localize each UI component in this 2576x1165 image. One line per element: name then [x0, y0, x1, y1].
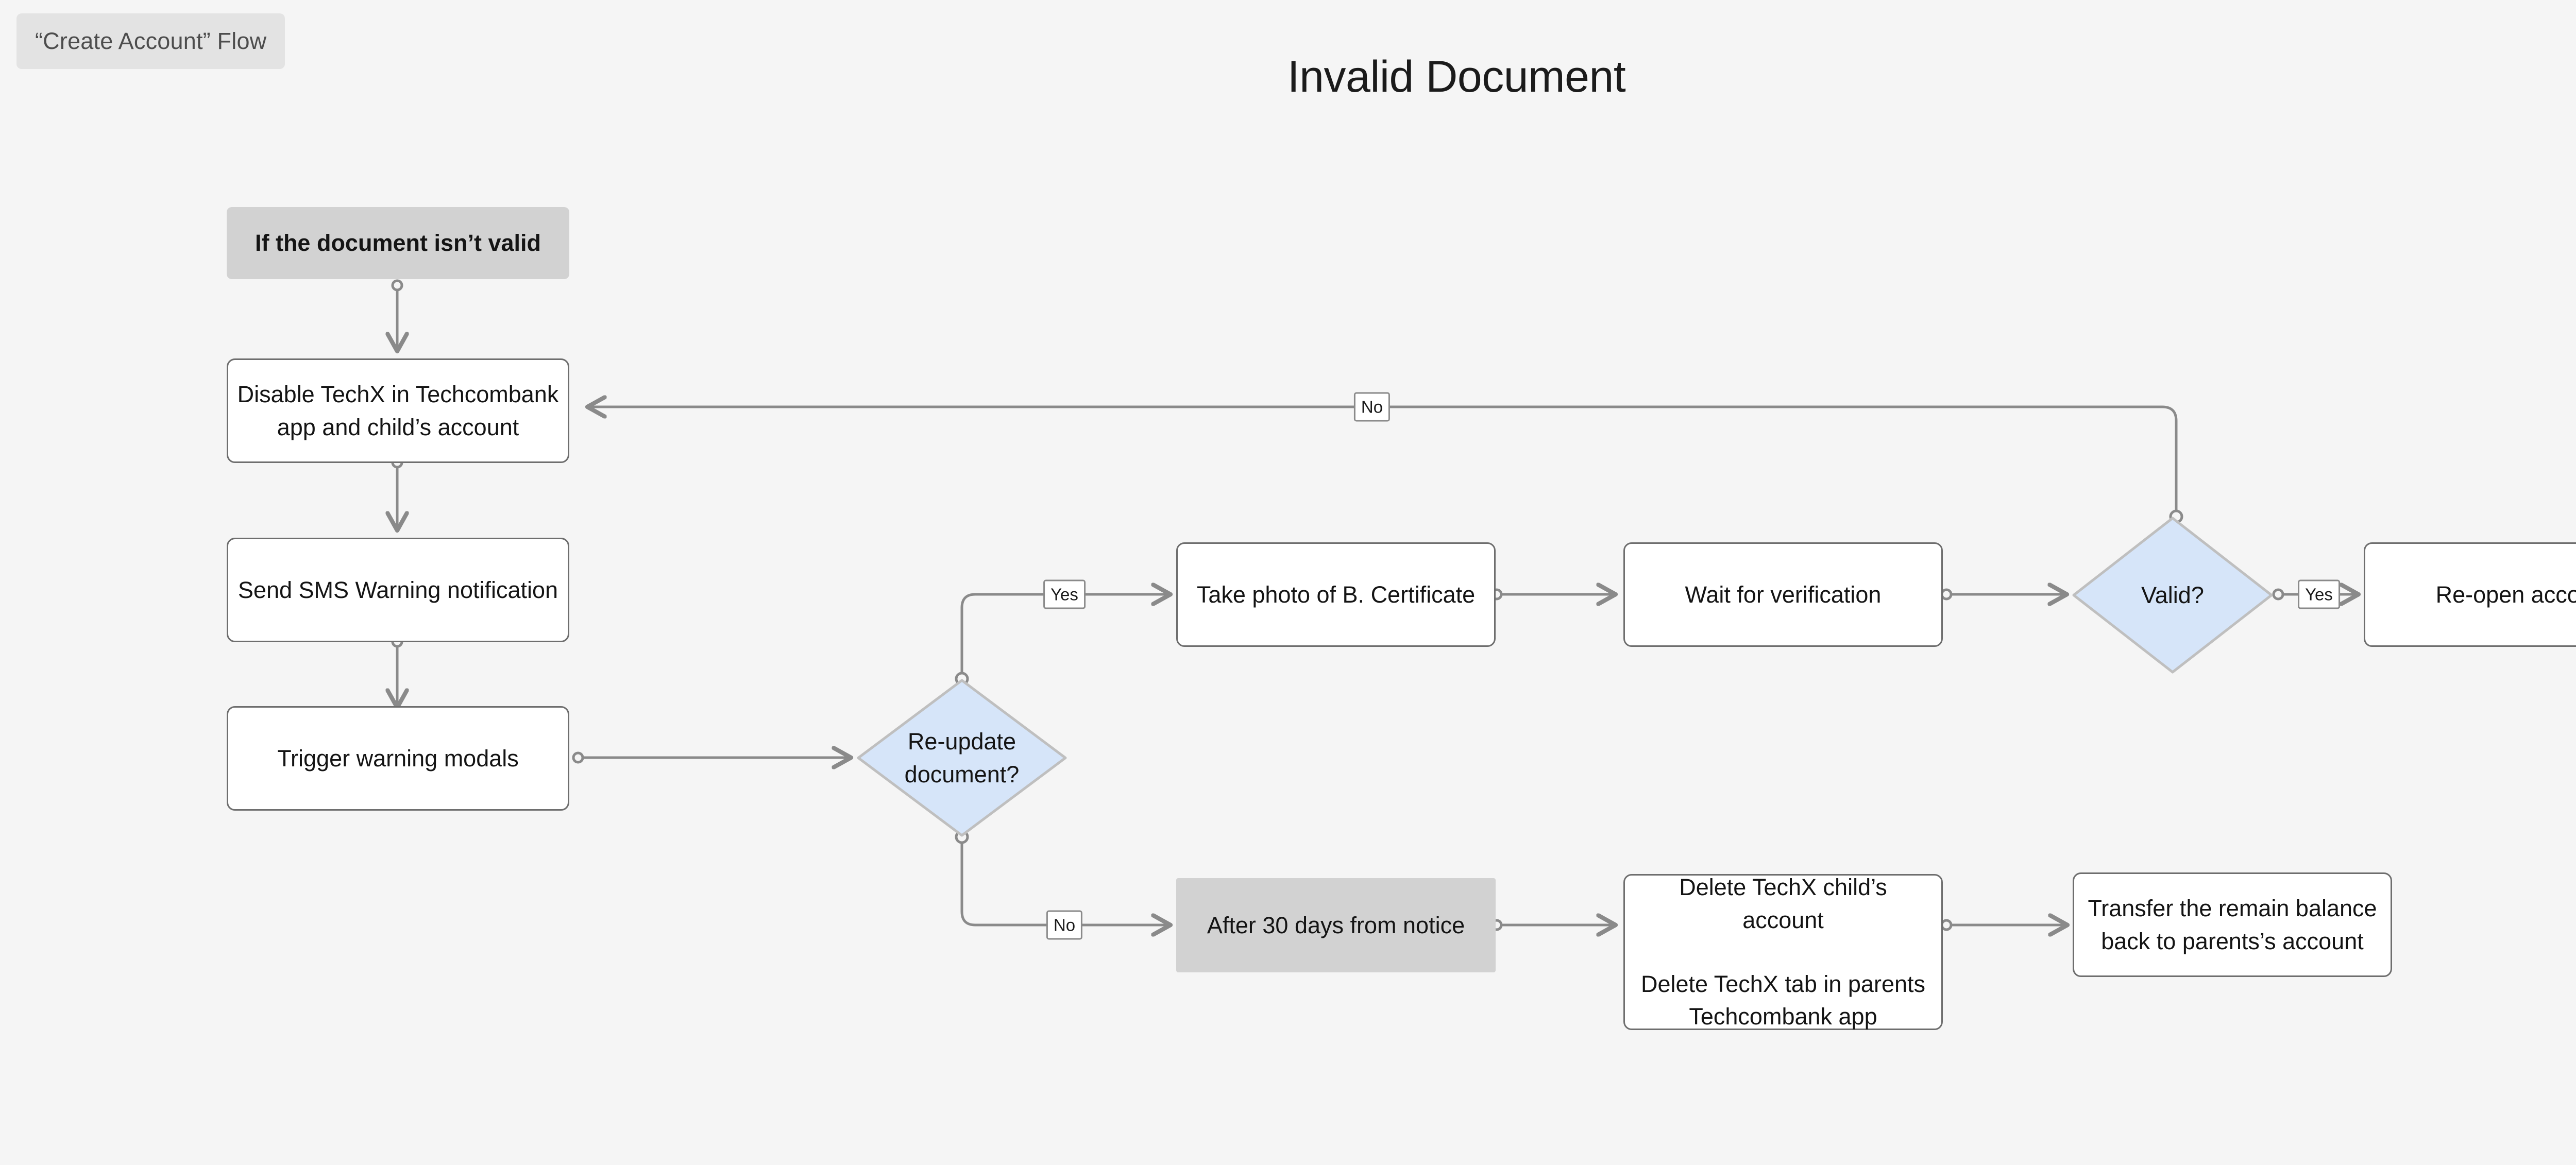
node-if-document-invalid[interactable]: If the document isn’t valid — [227, 207, 569, 279]
node-reopen-account-line1: Re-open account — [2435, 581, 2576, 608]
edge-label-reupdate-yes-text: Yes — [1050, 585, 1078, 604]
node-reupdate-document-line2: document? — [904, 761, 1020, 787]
node-after-30-days-line1: After 30 days from notice — [1207, 912, 1465, 938]
node-trigger-warning-modals[interactable]: Trigger warning modals — [227, 706, 569, 811]
edge-label-valid-yes-text: Yes — [2305, 585, 2333, 604]
node-send-sms-warning[interactable]: Send SMS Warning notification — [227, 538, 569, 642]
edge-label-valid-no[interactable]: No — [1353, 392, 1391, 422]
node-take-photo-certificate[interactable]: Take photo of B. Certificate — [1176, 542, 1496, 647]
node-transfer-balance[interactable]: Transfer the remain balance back to pare… — [2073, 872, 2392, 977]
node-valid-decision[interactable]: Valid? — [2072, 517, 2273, 674]
node-disable-techx-line1: Disable TechX in Techcombank — [237, 381, 559, 407]
node-transfer-balance-line2: back to parents’s account — [2101, 928, 2364, 954]
node-delete-techx-line3: Techcombank app — [1689, 1003, 1877, 1030]
edge-label-valid-no-text: No — [1361, 397, 1383, 417]
diamond-shape — [2072, 517, 2273, 674]
edge-disable-to-sms — [393, 456, 402, 530]
node-delete-techx[interactable]: Delete TechX child’s account Delete Tech… — [1623, 874, 1943, 1030]
edge-label-valid-yes[interactable]: Yes — [2298, 579, 2340, 609]
edge-label-reupdate-yes[interactable]: Yes — [1043, 579, 1086, 609]
edge-valid-no-to-disable — [587, 407, 2183, 524]
edge-label-reupdate-no-text: No — [1053, 915, 1076, 935]
edge-start-to-disable — [393, 279, 402, 351]
node-valid-line1: Valid? — [2141, 581, 2204, 608]
edge-after30-to-deletes — [1490, 920, 1616, 930]
node-valid-label: Valid? — [2136, 579, 2209, 612]
edge-modals-to-reupdate — [572, 753, 851, 762]
node-delete-techx-line2: Delete TechX tab in parents — [1640, 970, 1926, 997]
node-disable-techx-line2: app and child’s account — [277, 414, 519, 440]
page-title: Invalid Document — [1287, 52, 1626, 101]
flow-breadcrumb-chip[interactable]: “Create Account” Flow — [16, 13, 285, 69]
node-wait-for-verification[interactable]: Wait for verification — [1623, 542, 1943, 647]
edge-wait-to-valid — [1940, 590, 2067, 599]
diamond-shape — [857, 679, 1067, 837]
edge-sms-to-modals — [393, 636, 402, 708]
node-reupdate-document-label: Re-update document? — [857, 725, 1067, 791]
node-after-30-days[interactable]: After 30 days from notice — [1176, 878, 1496, 972]
node-if-document-invalid-line1: If the document isn’t valid — [255, 230, 541, 256]
edge-deletes-to-transfer — [1940, 920, 2067, 930]
node-reupdate-document-line1: Re-update — [907, 728, 1016, 755]
node-reopen-account[interactable]: Re-open account — [2364, 542, 2576, 647]
node-disable-techx[interactable]: Disable TechX in Techcombank app and chi… — [227, 358, 569, 463]
node-wait-for-verification-line1: Wait for verification — [1685, 581, 1882, 608]
edge-photo-to-wait — [1490, 590, 1616, 599]
flow-breadcrumb-label: “Create Account” Flow — [35, 28, 267, 54]
node-send-sms-warning-line1: Send SMS Warning notification — [238, 576, 558, 603]
node-trigger-warning-modals-line1: Trigger warning modals — [277, 745, 519, 772]
node-transfer-balance-line1: Transfer the remain balance — [2088, 895, 2377, 921]
edge-label-reupdate-no[interactable]: No — [1046, 910, 1083, 940]
node-take-photo-certificate-line1: Take photo of B. Certificate — [1196, 581, 1476, 608]
node-reupdate-document-decision[interactable]: Re-update document? — [857, 679, 1067, 837]
node-delete-techx-line1: Delete TechX child’s account — [1679, 873, 1887, 933]
